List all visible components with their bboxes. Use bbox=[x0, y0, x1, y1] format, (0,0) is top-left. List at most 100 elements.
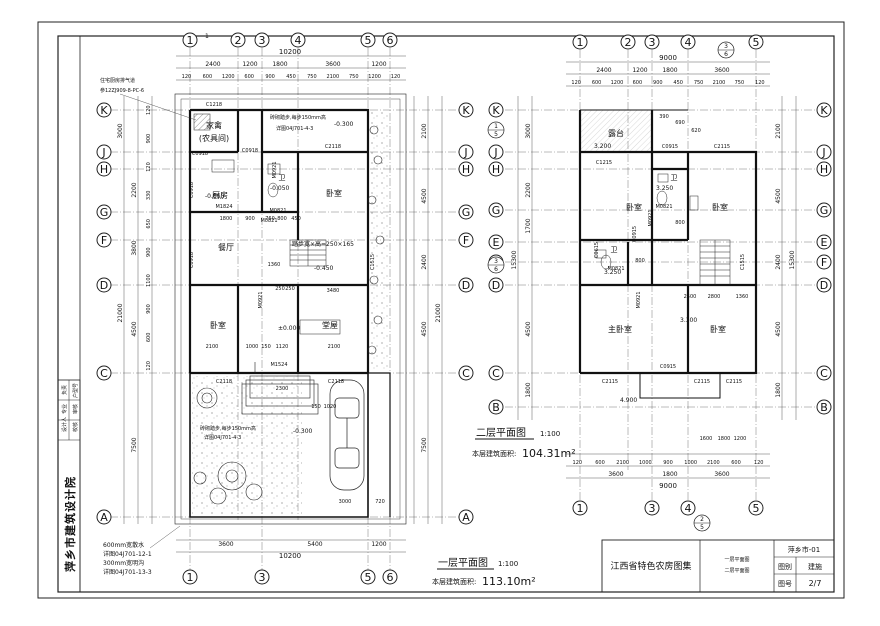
axis-label: G bbox=[820, 204, 829, 217]
axis-bubble bbox=[458, 509, 474, 525]
dim: 120 bbox=[571, 80, 581, 86]
floor2-axes-bottom: 1 3 4 5 bbox=[572, 500, 764, 516]
door-window-tag: 2500 bbox=[684, 294, 697, 300]
axis-bubble bbox=[488, 234, 504, 250]
dim: 1200 bbox=[371, 61, 386, 68]
level: 4.900 bbox=[620, 397, 637, 404]
dim: 120 bbox=[573, 460, 583, 466]
stamp-r1-c: 负责 bbox=[61, 385, 68, 395]
axis-label: 5 bbox=[753, 36, 760, 49]
dim: 2400 bbox=[205, 61, 220, 68]
dim: 2100 bbox=[775, 123, 782, 138]
dim: 120 bbox=[391, 74, 401, 80]
section-mark-sheet: 5 bbox=[700, 524, 704, 531]
room-label: 卧室 bbox=[710, 324, 726, 334]
door-window-tag: 3000 bbox=[339, 499, 352, 505]
door-window-tag: C0918 bbox=[189, 252, 195, 268]
dim: 5400 bbox=[307, 541, 322, 548]
door-window-tag: 1120 bbox=[276, 344, 289, 350]
axis-label: A bbox=[100, 511, 108, 524]
door-window-tag: C0915 bbox=[662, 144, 678, 150]
door-window-tag: 2300 bbox=[276, 386, 289, 392]
dim: 1800 bbox=[662, 67, 677, 74]
section-mark-number: 3 bbox=[724, 43, 728, 50]
level: -0.300 bbox=[293, 428, 313, 435]
door-window-tag: 620 bbox=[691, 128, 701, 134]
axis-bubble bbox=[488, 144, 504, 160]
door-window-tag: C1218 bbox=[206, 102, 222, 108]
axis-label: K bbox=[100, 104, 108, 117]
axis-label: H bbox=[820, 163, 828, 176]
axis-label: K bbox=[820, 104, 828, 117]
drawing-code: 萍乡市-01 bbox=[788, 545, 820, 554]
dim: 2100 bbox=[616, 460, 629, 466]
axis-bubble bbox=[816, 254, 832, 270]
axis-bubble bbox=[488, 365, 504, 381]
car-symbol bbox=[329, 379, 365, 491]
dim: 1800 bbox=[662, 471, 677, 478]
dim: 4500 bbox=[525, 321, 532, 336]
floor1-area-label: 本层建筑面积: bbox=[432, 577, 476, 586]
dim: 450 bbox=[673, 80, 683, 86]
door-window-tag: C2115 bbox=[602, 379, 618, 385]
floor1-door-window-tags: C1218C0918C2118M1824M0921M0921C0918C0918… bbox=[189, 102, 376, 385]
axis-label: 3 bbox=[649, 502, 656, 515]
dim: 600 bbox=[244, 74, 254, 80]
axis-bubble bbox=[96, 161, 112, 177]
dim: 7500 bbox=[421, 437, 428, 452]
axis-label: 3 bbox=[259, 571, 266, 584]
door-window-tag: 2100 bbox=[328, 344, 341, 350]
axis-bubble bbox=[458, 277, 474, 293]
dim: 1200 bbox=[632, 67, 647, 74]
axis-bubble bbox=[816, 277, 832, 293]
axis-label: J bbox=[101, 146, 105, 159]
floor1-area: 113.10m² bbox=[482, 575, 536, 588]
axis-bubble bbox=[458, 204, 474, 220]
door-window-tag: 390 bbox=[659, 114, 669, 120]
axis-label: C bbox=[462, 367, 470, 380]
door-window-tag: 1360 bbox=[268, 262, 281, 268]
axis-label: B bbox=[820, 401, 828, 414]
axis-bubble bbox=[96, 509, 112, 525]
dim-total-bottom: 9000 bbox=[659, 482, 677, 490]
axis-label: G bbox=[462, 206, 471, 219]
dim: 750 bbox=[307, 74, 317, 80]
section-mark-sheet: 6 bbox=[724, 51, 728, 58]
door-window-tag: C1215 bbox=[596, 160, 612, 166]
axis-bubble bbox=[96, 277, 112, 293]
level: -0.300 bbox=[334, 121, 354, 128]
inner-border bbox=[57, 35, 835, 593]
dim: 750 bbox=[349, 74, 359, 80]
floor2-axes-top: 1 2 3 4 5 bbox=[572, 34, 764, 50]
room-label: 厨房 bbox=[212, 190, 228, 200]
axis-label: 2 bbox=[235, 34, 242, 47]
door-window-tag: 2100 bbox=[206, 344, 219, 350]
dim: 2400 bbox=[775, 254, 782, 269]
dim: 600 bbox=[633, 80, 643, 86]
dim-total-right: 15300 bbox=[789, 250, 796, 269]
note: 600mm宽散水 bbox=[103, 541, 144, 549]
dim: 900 bbox=[663, 460, 673, 466]
dim: 2400 bbox=[596, 67, 611, 74]
dim: 2200 bbox=[131, 182, 138, 197]
note: 住宅厨房排气道 bbox=[100, 77, 135, 84]
dim: 2100 bbox=[326, 74, 339, 80]
dim: 3600 bbox=[714, 471, 729, 478]
axis-label: H bbox=[492, 163, 500, 176]
dim: 750 bbox=[735, 80, 745, 86]
door-window-tag: C0915 bbox=[632, 226, 638, 242]
axis-bubble bbox=[816, 365, 832, 381]
door-window-tag: M0821 bbox=[260, 218, 277, 224]
door-window-tag: C2115 bbox=[694, 379, 710, 385]
axis-label: 6 bbox=[387, 34, 394, 47]
room-label: 卫 bbox=[671, 174, 678, 182]
axis-label: C bbox=[100, 367, 108, 380]
axis-label: J bbox=[463, 146, 467, 159]
dim: 120 bbox=[146, 361, 152, 371]
note: 详图04J701-4-3 bbox=[204, 434, 241, 441]
